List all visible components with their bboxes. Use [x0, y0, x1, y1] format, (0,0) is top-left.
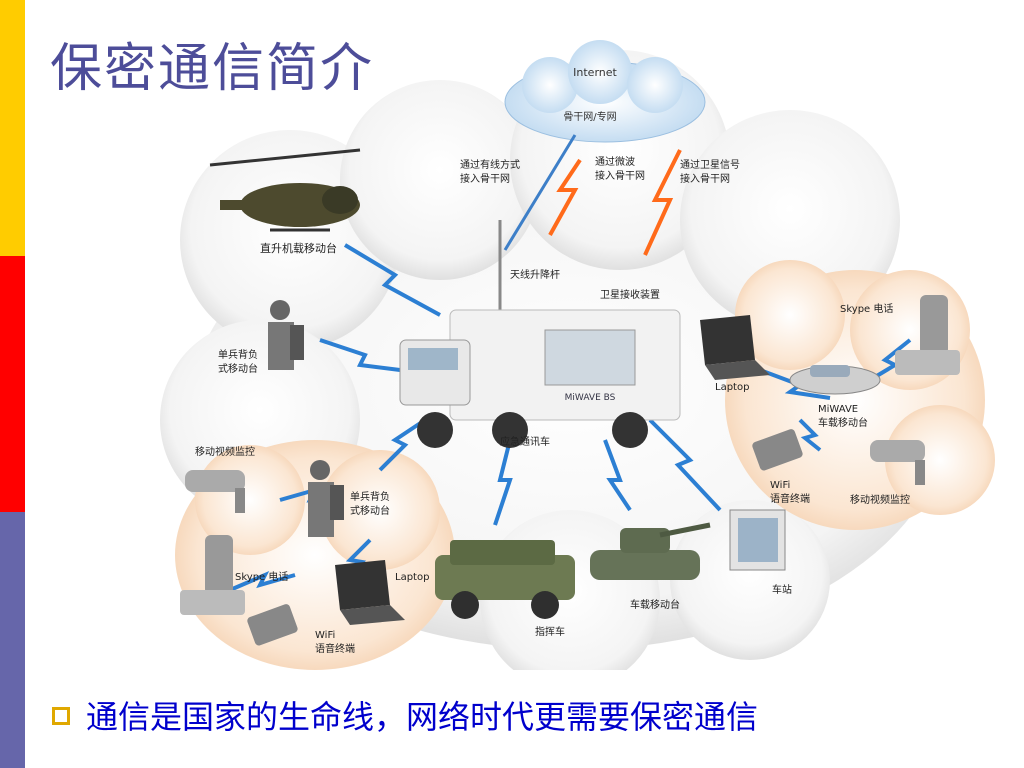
station-label: 车站: [772, 583, 792, 596]
accent-bar-blue: [0, 512, 25, 768]
tank-label: 车载移动台: [630, 598, 680, 611]
miwave-bs-label: MiWAVE BS: [565, 393, 616, 403]
miwave-car-icon: [789, 365, 881, 395]
soldier-bottom-label-1: 单兵背负: [350, 490, 390, 503]
soldier-backpack-bottom-icon: [308, 460, 344, 537]
tank-icon: [590, 522, 711, 580]
cctv-left-label: 移动视频监控: [195, 445, 255, 458]
command-vehicle-icon: [435, 540, 575, 619]
accent-bar-yellow: [0, 0, 25, 256]
wifi-phone-left-icon: [247, 604, 298, 646]
microwave-link-icon: [548, 158, 582, 236]
backbone-label: 骨干网/专网: [563, 110, 616, 123]
emergency-vehicle-icon: MiWAVE BS: [399, 309, 681, 448]
soldier-backpack-top-icon: [268, 300, 304, 370]
emergency-vehicle-label: 应急通讯车: [500, 435, 550, 448]
command-vehicle-label: 指挥车: [535, 625, 565, 638]
wifi-right-label-2: 语音终端: [770, 492, 810, 505]
soldier-top-label-1: 单兵背负: [218, 348, 258, 361]
miwave-vehicle-label-2: 车载移动台: [818, 416, 868, 429]
laptop-left-icon: [335, 560, 405, 625]
internet-label: Internet: [573, 66, 617, 79]
microwave-access-label-2: 接入骨干网: [595, 169, 645, 182]
bullet-text: 通信是国家的生命线，网络时代更需要保密通信: [86, 698, 759, 736]
wired-access-label-1: 通过有线方式: [460, 158, 520, 171]
skype-left-label: Skype 电话: [235, 570, 288, 583]
satellite-link-icon: [643, 149, 682, 256]
skype-right-label: Skype 电话: [840, 302, 893, 315]
cctv-right-label: 移动视频监控: [850, 493, 910, 506]
helicopter-icon: [209, 148, 361, 232]
satellite-access-label-1: 通过卫星信号: [680, 158, 740, 171]
right-cluster-cloud: [725, 260, 995, 530]
secure-communication-diagram: Internet 骨干网/专网 通过有线方式 接入骨干网 通过微波 接入骨干网 …: [160, 40, 995, 670]
microwave-access-label-1: 通过微波: [595, 155, 635, 168]
wired-link: [503, 134, 577, 251]
miwave-vehicle-label-1: MiWAVE: [818, 404, 858, 415]
cctv-left-icon: [185, 470, 245, 513]
helicopter-label: 直升机载移动台: [260, 241, 337, 255]
laptop-right-label: Laptop: [715, 382, 749, 393]
skype-phone-left-icon: [180, 535, 245, 615]
soldier-bottom-label-2: 式移动台: [350, 504, 390, 517]
station-building-icon: [729, 509, 786, 571]
wired-access-label-2: 接入骨干网: [460, 172, 510, 185]
internet-cloud: Internet 骨干网/专网: [504, 40, 706, 143]
wifi-left-label-2: 语音终端: [315, 642, 355, 655]
satellite-receiver-label: 卫星接收装置: [600, 288, 660, 301]
soldier-top-label-2: 式移动台: [218, 362, 258, 375]
cctv-right-icon: [870, 440, 925, 485]
accent-bar-red: [0, 256, 25, 512]
wifi-right-label-1: WiFi: [770, 480, 790, 491]
laptop-right-icon: [700, 315, 770, 380]
wifi-left-label-1: WiFi: [315, 630, 335, 641]
laptop-left-label: Laptop: [395, 572, 429, 583]
wifi-phone-right-icon: [752, 429, 803, 471]
slide-title: 保密通信简介: [50, 39, 375, 99]
antenna-mast-label: 天线升降杆: [510, 268, 560, 281]
bullet-icon: [52, 707, 70, 725]
skype-phone-right-icon: [895, 295, 960, 375]
satellite-access-label-2: 接入骨干网: [680, 172, 730, 185]
